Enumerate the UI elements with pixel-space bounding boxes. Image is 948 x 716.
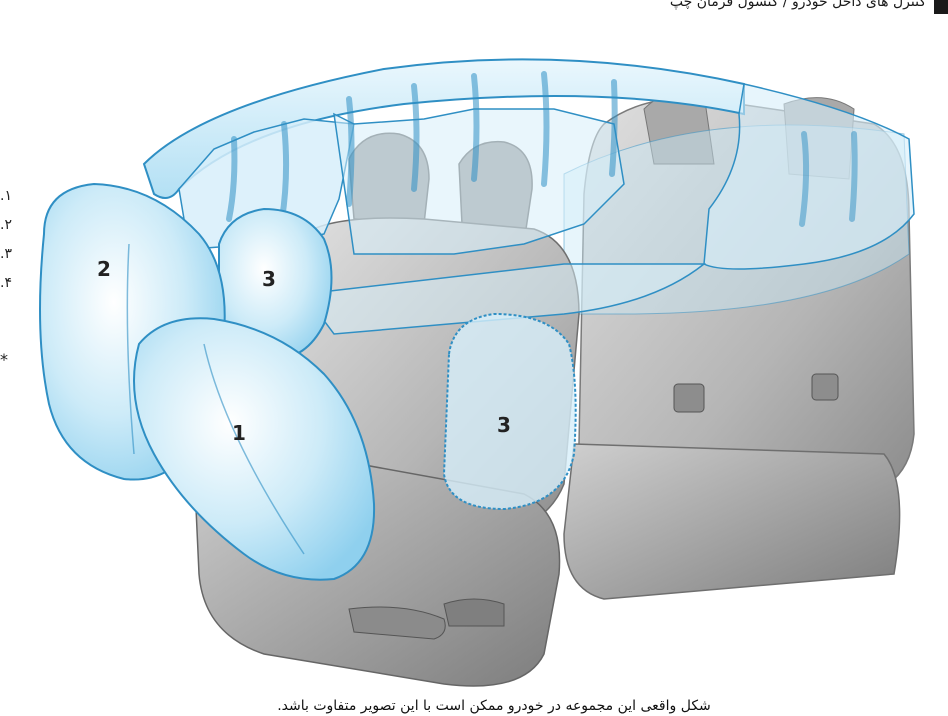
airbag-illustration: 1 2 3 3 — [4, 14, 948, 704]
callout-3-lower: 3 — [497, 413, 511, 437]
callout-3-front: 3 — [262, 267, 276, 291]
section-marker — [934, 0, 948, 14]
figure-caption: شکل واقعی این مجموعه در خودرو ممکن است ب… — [0, 698, 948, 716]
callout-2: 2 — [97, 257, 111, 281]
callout-1: 1 — [232, 421, 246, 445]
section-title: کنترل های داخل خودرو / کنسول فرمان چپ — [670, 0, 926, 10]
airbag-illustration-svg: 1 2 3 3 — [4, 14, 948, 704]
side-airbag-3-rear — [444, 314, 576, 509]
